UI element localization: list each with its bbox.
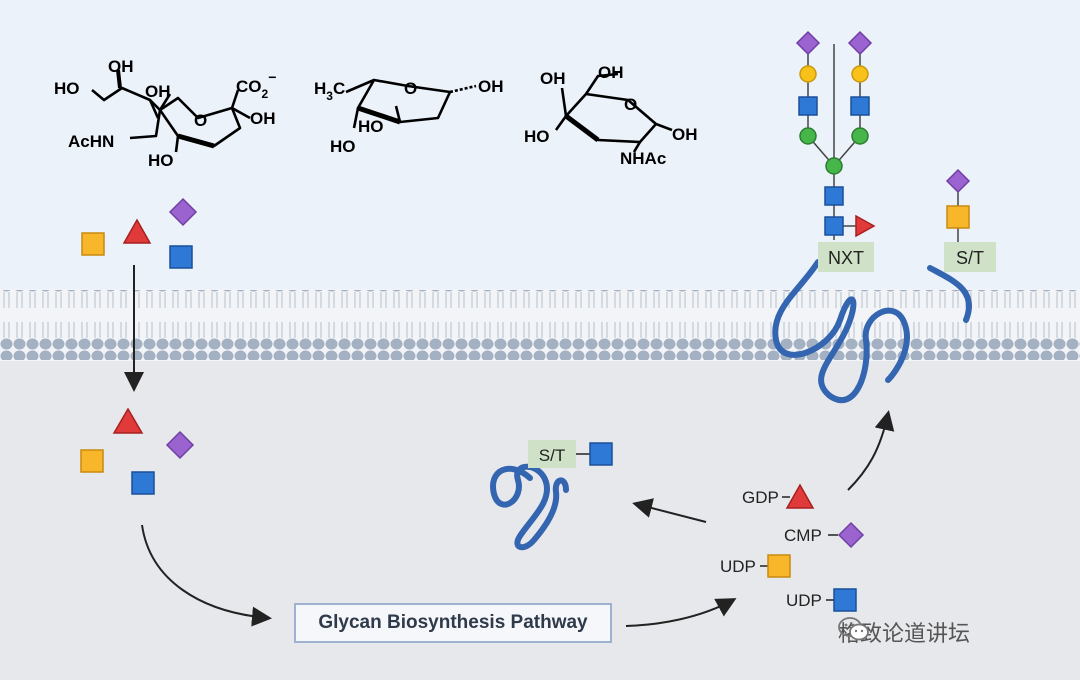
galnac-square-icon xyxy=(80,449,104,473)
glcnac-square-icon xyxy=(131,471,155,495)
pathway-label: Glycan Biosynthesis Pathway xyxy=(318,612,588,633)
o-glcnac-square-icon xyxy=(589,442,613,466)
sialic-diamond-icon xyxy=(945,168,971,194)
st-label-cytosol: S/T xyxy=(539,446,565,465)
galnac-ring-o: O xyxy=(624,95,637,114)
sialic-diamond-icon xyxy=(795,30,821,56)
glcnac-square-icon xyxy=(824,216,844,236)
mannose-circle-icon xyxy=(825,157,843,175)
gdp-label: GDP xyxy=(742,488,779,507)
extracellular-sugars xyxy=(81,197,198,269)
neu5ac-oh-right: OH xyxy=(250,109,276,128)
fucose-oh: OH xyxy=(478,77,504,96)
galnac-nhac: NHAc xyxy=(620,149,666,168)
st-label-box-cytosol xyxy=(528,440,576,468)
fucose-ho-mid: HO xyxy=(358,117,384,136)
o-glycan xyxy=(945,168,971,244)
neu5ac-ho-bottom: HO xyxy=(148,151,174,170)
fucose-ring-o: O xyxy=(404,79,417,98)
membrane-glycoprotein: NXT S/T xyxy=(772,30,996,404)
fucose-structure: H3C O OH HO HO xyxy=(314,77,504,156)
udp-galnac-square-icon xyxy=(767,554,791,578)
galnac-square-icon xyxy=(81,232,105,256)
neu5ac-achn: AcHN xyxy=(68,132,114,151)
gdp-fucose-triangle-icon xyxy=(785,483,815,509)
fucose-h3c: H3C xyxy=(314,79,345,103)
fucose-triangle-icon xyxy=(122,218,152,244)
glcnac-square-icon xyxy=(169,245,193,269)
st-label-membrane: S/T xyxy=(956,248,984,268)
udp-label-2: UDP xyxy=(786,591,822,610)
cmp-sialic-diamond-icon xyxy=(837,521,865,549)
glcnac-square-icon xyxy=(824,186,844,206)
mannose-circle-icon xyxy=(851,127,869,145)
sialic-acid-diamond-icon xyxy=(165,430,195,460)
neu5ac-co2: CO2− xyxy=(236,69,276,101)
glycan-biosynthesis-pathway-box: Glycan Biosynthesis Pathway xyxy=(294,603,612,643)
fucose-ho-bottom: HO xyxy=(330,137,356,156)
glcnac-square-icon xyxy=(798,96,818,116)
nxt-label-box xyxy=(818,242,874,272)
udp-label-1: UDP xyxy=(720,557,756,576)
to-membrane-protein-arrow xyxy=(847,410,895,491)
sialic-diamond-icon xyxy=(847,30,873,56)
st-label-box-membrane xyxy=(944,242,996,272)
lipid-bilayer-membrane xyxy=(0,290,1080,360)
fucose-triangle-icon xyxy=(112,407,144,434)
neu5ac-oh-mid: OH xyxy=(145,82,171,101)
intracellular-sugars xyxy=(80,407,195,495)
n-glycan-tree xyxy=(795,30,876,240)
neu5ac-structure: HO OH OH O CO2− OH AcHN HO xyxy=(54,57,276,170)
cmp-label: CMP xyxy=(784,526,822,545)
core-fucose-triangle-icon xyxy=(855,214,876,238)
to-cytosolic-protein-arrow xyxy=(632,498,707,523)
neu5ac-oh-top: OH xyxy=(108,57,134,76)
extracellular-region xyxy=(0,0,1080,292)
galnac-structure: OH OH O HO OH NHAc xyxy=(524,63,698,168)
neu5ac-ring-o: O xyxy=(194,111,207,130)
wechat-icon xyxy=(838,617,869,641)
cytosolic-protein-chain xyxy=(490,463,569,551)
galnac-oh-top-right: OH xyxy=(598,63,624,82)
from-pathway-arrow xyxy=(625,598,737,627)
neu5ac-ho-left: HO xyxy=(54,79,80,98)
galnac-oh-right: OH xyxy=(672,125,698,144)
watermark: 格致论道讲坛 xyxy=(838,616,970,648)
cytosolic-glycoprotein: S/T xyxy=(490,440,613,551)
galactose-circle-icon xyxy=(799,65,817,83)
galnac-square-icon xyxy=(946,205,970,229)
udp-glcnac-square-icon xyxy=(833,588,857,612)
mannose-circle-icon xyxy=(799,127,817,145)
nxt-label: NXT xyxy=(828,248,864,268)
to-pathway-arrow xyxy=(141,524,272,627)
galactose-circle-icon xyxy=(851,65,869,83)
sialic-acid-diamond-icon xyxy=(168,197,198,227)
glcnac-square-icon xyxy=(850,96,870,116)
galnac-oh-top-left: OH xyxy=(540,69,566,88)
nucleotide-sugars: GDP CMP UDP UDP xyxy=(720,483,865,612)
galnac-ho-left: HO xyxy=(524,127,550,146)
membrane-protein-chain xyxy=(772,259,972,404)
